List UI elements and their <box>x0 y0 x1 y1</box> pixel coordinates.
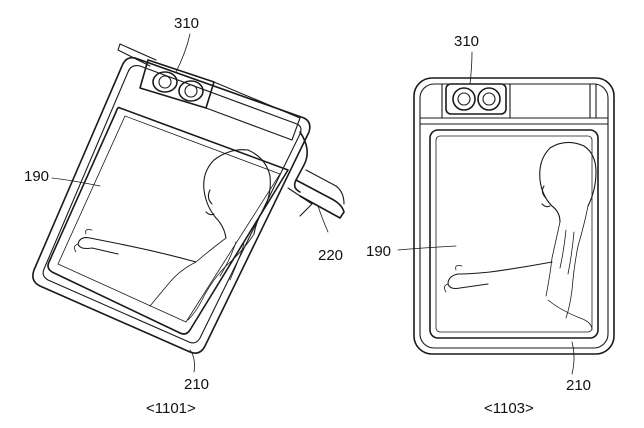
display-1101 <box>47 106 289 335</box>
hinge-1101 <box>287 131 345 219</box>
person-sketch-1101 <box>74 149 271 321</box>
label-hinge-1101: 220 <box>318 247 343 264</box>
camera-module-1103 <box>441 83 511 119</box>
leader-310-1103 <box>469 51 473 85</box>
leader-210-1101 <box>189 349 195 373</box>
label-camera-1101: 310 <box>174 15 199 32</box>
camera-module-1101 <box>117 43 301 141</box>
device-1101: 310 190 220 210 <1101> <box>24 15 345 417</box>
caption-1101: <1101> <box>146 400 196 417</box>
leader-190-1101 <box>51 177 101 187</box>
housing-1103 <box>413 77 615 355</box>
label-display-1103: 190 <box>366 243 391 260</box>
label-display-1101: 190 <box>24 168 49 185</box>
leader-210-1103 <box>571 341 575 375</box>
camera-lens-1-icon <box>152 71 178 93</box>
device-1103: 310 190 210 <1103> <box>366 33 615 417</box>
label-camera-1103: 310 <box>454 33 479 50</box>
leader-190-1103 <box>397 245 457 251</box>
label-housing-1103: 210 <box>566 377 591 394</box>
camera-lens-2-icon <box>477 87 501 111</box>
leader-310-1101 <box>175 33 191 73</box>
person-sketch-1103 <box>444 141 597 331</box>
label-housing-1101: 210 <box>184 376 209 393</box>
display-1103 <box>429 129 599 339</box>
caption-1103: <1103> <box>484 400 534 417</box>
camera-lens-1-icon <box>452 87 476 111</box>
camera-lens-2-icon <box>178 80 204 102</box>
leader-220-1101 <box>317 205 329 233</box>
housing-1101 <box>32 56 311 354</box>
